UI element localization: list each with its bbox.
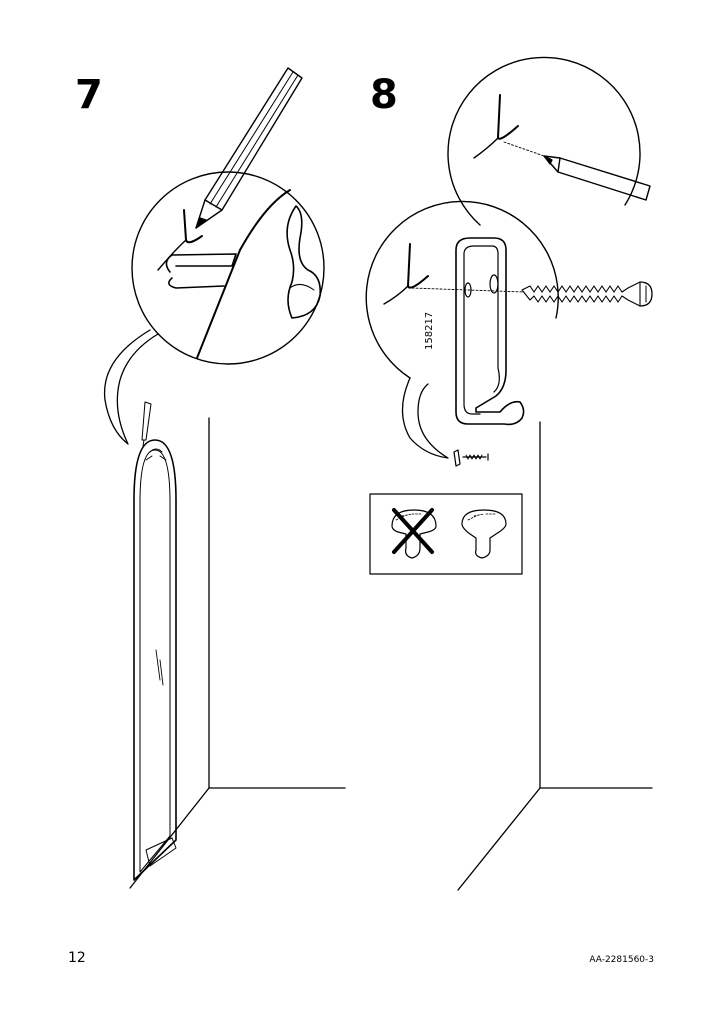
wall-corner-icon [457,421,653,891]
pencil-icon [543,155,651,201]
cross-mark-icon [392,508,434,554]
hook-bracket-icon [455,237,525,426]
mirror-icon [133,439,177,881]
part-number-label: 158217 [424,311,435,350]
correct-screw-head-icon [461,509,507,559]
step-number-8: 8 [370,72,398,118]
wall-mark-icon [383,243,429,305]
hook-bracket-icon [453,449,489,467]
step-number-7: 7 [75,72,103,118]
document-code: AA-2281560-3 [589,955,654,965]
wall-mark-icon [473,94,519,159]
wall-corner-icon [129,417,346,889]
wall-mark-icon [157,209,203,271]
pencil-icon [141,401,152,447]
page-number: 12 [68,950,86,966]
screw-icon [521,281,653,307]
pencil-icon [195,67,303,229]
